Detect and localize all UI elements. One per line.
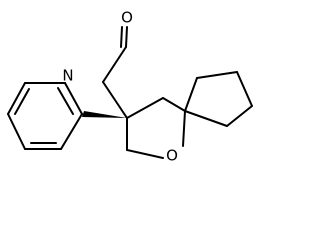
- aldehyde-oxygen-label: O: [121, 9, 133, 27]
- bond-cb-cc: [236, 71, 253, 107]
- pyridine-ring: [7, 82, 83, 150]
- bond-spiro-o: [182, 110, 186, 147]
- chemical-structure: O N O: [7, 9, 253, 165]
- bond-c6-c5: [7, 113, 26, 150]
- bond-cc-cd: [226, 105, 253, 127]
- bond-c-o-double-2: [120, 26, 123, 48]
- bond-c4-ch2: [102, 81, 128, 119]
- bond-c5-c4-inner: [14, 88, 30, 115]
- bond-c-o-double-1: [125, 26, 128, 48]
- bond-c3-spiro: [162, 97, 186, 112]
- oxane-ring: [126, 97, 186, 159]
- ring-oxygen-label: O: [166, 147, 178, 165]
- bond-c2-c3: [64, 82, 83, 115]
- bond-c2-n1: [60, 113, 83, 150]
- quaternary-carbon-bonds: [82, 81, 128, 119]
- bond-ca-cb: [196, 71, 238, 79]
- cyclopentane-ring: [184, 71, 253, 127]
- bond-c4-c3: [126, 97, 164, 119]
- pyridine-nitrogen-label: N: [62, 67, 73, 85]
- bond-c2-c3-inner: [57, 87, 74, 115]
- bond-cd-spiro: [184, 110, 228, 127]
- wedge-bond-pyridyl: [82, 111, 127, 118]
- bond-spiro-ca: [184, 77, 198, 112]
- bond-ch2-cho: [102, 46, 127, 83]
- bond-o-c6: [126, 149, 164, 159]
- bond-c5-c4: [7, 82, 26, 115]
- aldehyde-group: [102, 26, 128, 83]
- atom-labels: O N O: [62, 9, 178, 165]
